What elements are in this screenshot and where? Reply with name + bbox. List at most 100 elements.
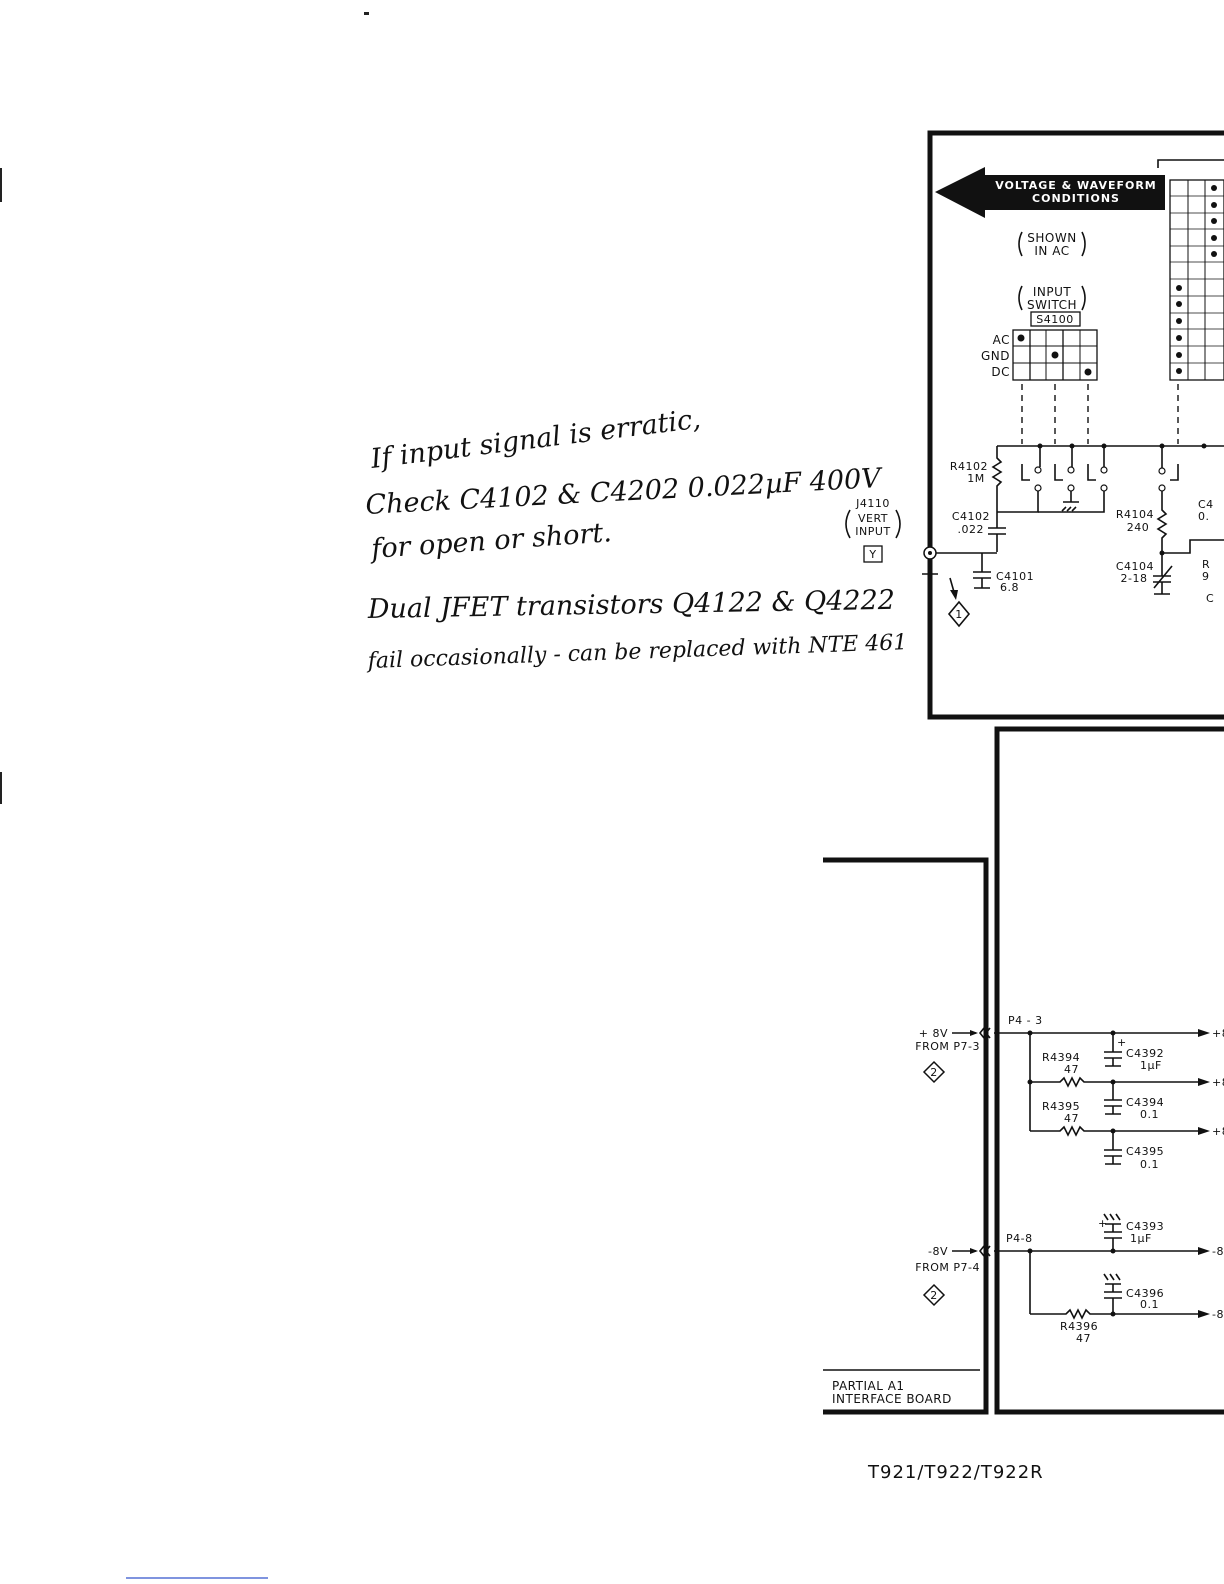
svg-text:1µF: 1µF bbox=[1140, 1059, 1162, 1072]
switch-contacts bbox=[997, 446, 1179, 513]
svg-text:6.8: 6.8 bbox=[1000, 581, 1019, 594]
svg-text:+8: +8 bbox=[1212, 1076, 1224, 1089]
svg-text:SHOWN: SHOWN bbox=[1027, 231, 1076, 245]
arrow-label-2: CONDITIONS bbox=[1032, 192, 1120, 205]
power-section: PARTIAL A1 INTERFACE BOARD + 8V FROM P7-… bbox=[823, 726, 1224, 1415]
state-column bbox=[1169, 179, 1224, 381]
svg-text:0.1: 0.1 bbox=[1140, 1298, 1159, 1311]
capacitor-c4104: C4104 2-18 bbox=[1116, 553, 1173, 595]
resistor-r4102: R4102 1M bbox=[950, 446, 1003, 512]
resistor-r4396: -8 R4396 47 bbox=[1030, 1308, 1224, 1345]
position-gnd: GND bbox=[981, 349, 1010, 363]
note-line-2: Check C4102 & C4202 0.022µF 400V bbox=[365, 463, 884, 521]
svg-text:SWITCH: SWITCH bbox=[1027, 298, 1077, 312]
note-line-4: Dual JFET transistors Q4122 & Q4222 bbox=[367, 585, 896, 625]
svg-text:1M: 1M bbox=[967, 472, 985, 485]
svg-text:47: 47 bbox=[1064, 1063, 1079, 1076]
svg-text:FROM P7-3: FROM P7-3 bbox=[915, 1040, 980, 1053]
switch-dot bbox=[1084, 368, 1092, 376]
capacitor-c4393: + C4393 1µF bbox=[1098, 1213, 1164, 1254]
svg-text:-8V: -8V bbox=[928, 1245, 948, 1258]
pin-p4-3: P4 - 3 bbox=[1008, 1014, 1043, 1027]
svg-text:INPUT: INPUT bbox=[855, 525, 890, 538]
arrow-label-1: VOLTAGE & WAVEFORM bbox=[995, 179, 1157, 192]
capacitor-c4392: + C4392 1µF bbox=[1104, 1030, 1164, 1072]
voltage-waveform-arrow: VOLTAGE & WAVEFORM CONDITIONS bbox=[935, 167, 1165, 218]
power-section-border bbox=[994, 726, 1224, 1415]
svg-text:R4396: R4396 bbox=[1060, 1320, 1098, 1333]
position-ac: AC bbox=[993, 333, 1010, 347]
capacitor-c4395: C4395 0.1 bbox=[1104, 1128, 1164, 1171]
shown-in-ac: SHOWN IN AC bbox=[1018, 231, 1086, 258]
resistor-r4104: R4104 240 bbox=[1116, 506, 1224, 556]
capacitor-c4102: C4102 .022 bbox=[952, 510, 1006, 552]
resistor-r4395: +8 R4395 47 bbox=[1030, 1100, 1224, 1138]
svg-text:.022: .022 bbox=[958, 523, 985, 536]
svg-text:240: 240 bbox=[1127, 521, 1150, 534]
model-numbers: T921/T922/T922R bbox=[867, 1462, 1044, 1483]
switch-dot bbox=[1051, 351, 1059, 359]
note-line-5: fail occasionally - can be replaced with… bbox=[365, 630, 907, 674]
svg-text:R4394: R4394 bbox=[1042, 1051, 1080, 1064]
svg-text:R4395: R4395 bbox=[1042, 1100, 1080, 1113]
svg-text:C: C bbox=[1206, 592, 1214, 605]
input-connector-j4110: J4110 VERT INPUT Y 1 bbox=[845, 497, 997, 628]
bracket-line bbox=[1157, 159, 1224, 168]
input-switch-label: INPUT SWITCH S4100 bbox=[1018, 285, 1086, 327]
svg-text:IN AC: IN AC bbox=[1034, 244, 1069, 258]
capacitor-c4394: C4394 0.1 bbox=[1104, 1079, 1164, 1121]
svg-text:2: 2 bbox=[930, 1066, 938, 1079]
svg-text:R: R bbox=[1202, 558, 1210, 571]
svg-text:FROM P7-4: FROM P7-4 bbox=[915, 1261, 980, 1274]
input-section: VOLTAGE & WAVEFORM CONDITIONS SHOWN IN A… bbox=[845, 130, 1224, 720]
svg-text:0.1: 0.1 bbox=[1140, 1108, 1159, 1121]
svg-text:C4394: C4394 bbox=[1126, 1096, 1164, 1109]
marker-1: 1 bbox=[955, 608, 963, 621]
svg-text:9: 9 bbox=[1202, 570, 1210, 583]
svg-text:R4104: R4104 bbox=[1116, 508, 1154, 521]
svg-text:C4101: C4101 bbox=[996, 570, 1034, 583]
svg-text:J4110: J4110 bbox=[855, 497, 890, 510]
svg-text:0.1: 0.1 bbox=[1140, 1158, 1159, 1171]
svg-text:INPUT: INPUT bbox=[1033, 285, 1072, 299]
switch-dot bbox=[1017, 334, 1025, 342]
svg-text:0.: 0. bbox=[1198, 510, 1210, 523]
channel-label: Y bbox=[868, 548, 876, 561]
svg-text:C4104: C4104 bbox=[1116, 560, 1154, 573]
svg-text:C4: C4 bbox=[1198, 498, 1214, 511]
svg-text:47: 47 bbox=[1076, 1332, 1091, 1345]
svg-text:C4395: C4395 bbox=[1126, 1145, 1164, 1158]
cropped-labels: C4 0. R 9 C bbox=[1198, 498, 1214, 605]
capacitor-c4396: C4396 0.1 bbox=[1103, 1273, 1164, 1317]
input-section-border bbox=[927, 130, 1224, 720]
svg-text:C4102: C4102 bbox=[952, 510, 990, 523]
svg-text:R4102: R4102 bbox=[950, 460, 988, 473]
switch-position-labels: AC GND DC bbox=[981, 333, 1010, 379]
svg-text:-8: -8 bbox=[1212, 1308, 1224, 1321]
minus-8v-input: -8V FROM P7-4 2 P4-8 -8 bbox=[915, 1232, 1223, 1314]
svg-text:C4392: C4392 bbox=[1126, 1047, 1164, 1060]
plus-8v-input: + 8V FROM P7-3 2 P4 - 3 +8 bbox=[915, 1014, 1224, 1131]
board-label-2: INTERFACE BOARD bbox=[832, 1392, 952, 1406]
resistor-r4394: +8 R4394 47 bbox=[1027, 1051, 1224, 1089]
svg-text:C4393: C4393 bbox=[1126, 1220, 1164, 1233]
svg-text:VERT: VERT bbox=[858, 512, 888, 525]
pin-p4-8: P4-8 bbox=[1006, 1232, 1033, 1245]
interface-board-border bbox=[823, 857, 989, 1415]
svg-text:47: 47 bbox=[1064, 1112, 1079, 1125]
svg-text:C4396: C4396 bbox=[1126, 1287, 1164, 1300]
svg-text:+8: +8 bbox=[1212, 1027, 1224, 1040]
svg-text:+: + bbox=[1117, 1036, 1127, 1049]
svg-text:2: 2 bbox=[930, 1289, 938, 1302]
switch-ref: S4100 bbox=[1036, 313, 1073, 326]
svg-text:2-18: 2-18 bbox=[1121, 572, 1148, 585]
board-label-1: PARTIAL A1 bbox=[832, 1379, 905, 1393]
svg-text:+8: +8 bbox=[1212, 1125, 1224, 1138]
position-dc: DC bbox=[991, 365, 1010, 379]
note-line-1: If input signal is erratic, bbox=[368, 404, 702, 475]
svg-text:+ 8V: + 8V bbox=[919, 1027, 948, 1040]
switch-state-grid bbox=[1012, 329, 1098, 381]
note-line-3: for open or short. bbox=[368, 517, 612, 565]
capacitor-c4101: C4101 6.8 bbox=[973, 553, 1034, 594]
